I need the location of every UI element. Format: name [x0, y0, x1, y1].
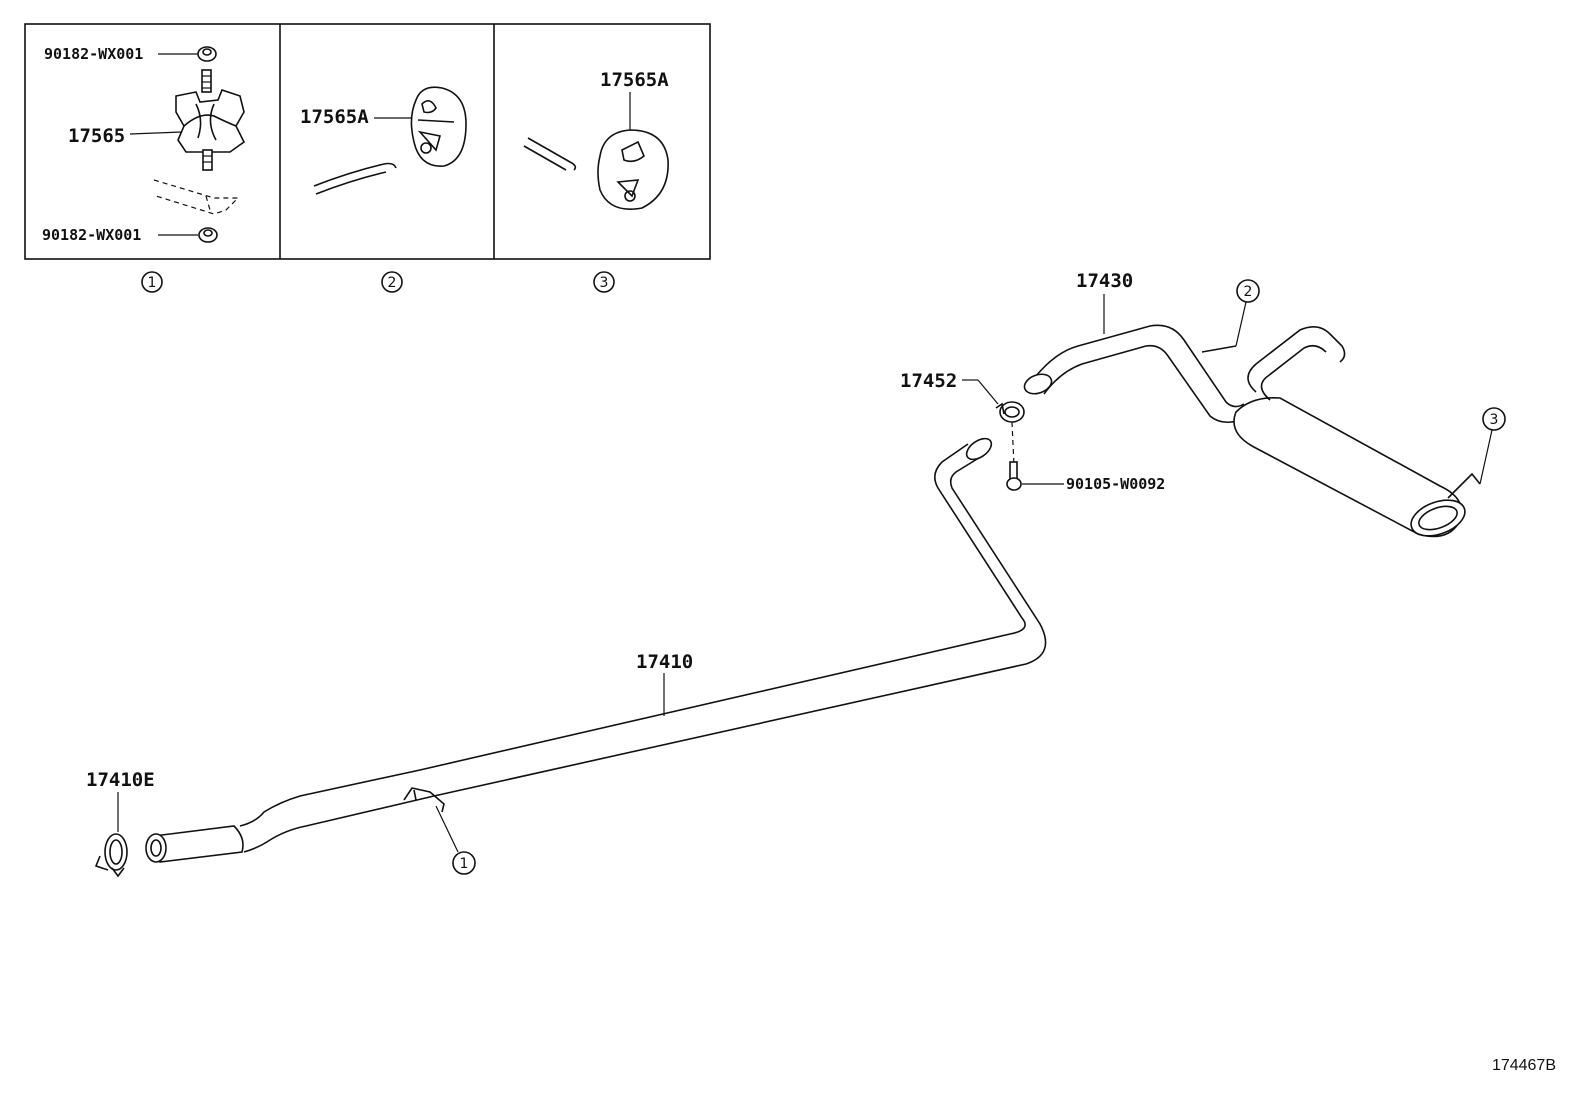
callout-1: 1 — [452, 851, 476, 875]
figure-reference-id: 174467B — [1492, 1057, 1556, 1074]
stud-bottom-icon — [202, 149, 213, 171]
box-index-1: 1 — [141, 271, 163, 293]
inset-frame — [24, 23, 711, 260]
box-index-2: 2 — [381, 271, 403, 293]
body-bracket-icon — [153, 179, 240, 215]
rubber-hanger-icon — [597, 129, 669, 210]
hanger-rod-2-icon — [1201, 345, 1237, 353]
hanger-rod-3-icon — [1447, 472, 1481, 499]
tail-pipe-inlet-icon — [1023, 373, 1053, 395]
svg-text:3: 3 — [600, 275, 609, 291]
stud-top-icon — [201, 69, 212, 93]
resonator-icon — [153, 825, 244, 863]
label-nut-top: 90182-WX001 — [44, 45, 143, 63]
pipe-end-icon — [965, 437, 993, 461]
nut-top-icon — [197, 46, 217, 62]
callout-3: 3 — [1482, 407, 1506, 431]
svg-text:2: 2 — [388, 275, 397, 291]
hanger-rod-icon — [313, 162, 397, 195]
leader-callout-3 — [1479, 429, 1493, 485]
svg-text:3: 3 — [1490, 412, 1499, 428]
svg-text:2: 2 — [1244, 284, 1253, 300]
label-pipe-clamp: 17452 — [900, 370, 957, 392]
svg-text:1: 1 — [460, 856, 469, 872]
leader-pipe-clamp-d — [977, 379, 999, 405]
label-clamp-bolt: 90105-W0092 — [1066, 475, 1165, 493]
label-hanger-3: 17565A — [600, 69, 669, 91]
inset-box-2: 17565A — [300, 86, 467, 195]
label-hanger-2: 17565A — [300, 106, 369, 128]
hanger-rod-icon — [523, 137, 577, 171]
inset-box-1: 90182-WX001 17565 — [42, 45, 246, 244]
callout-2: 2 — [1236, 279, 1260, 303]
label-tail-pipe: 17430 — [1076, 270, 1133, 292]
inset-panel: 90182-WX001 17565 — [24, 23, 711, 293]
clamp-bolt-icon — [1006, 461, 1022, 491]
tail-pipe-muffler — [1023, 324, 1481, 538]
label-mount: 17565 — [68, 125, 125, 147]
box-index-3: 3 — [593, 271, 615, 293]
label-front-pipe: 17410 — [636, 651, 693, 673]
front-exhaust-pipe — [145, 437, 1047, 863]
nut-bottom-icon — [198, 227, 218, 243]
leader-callout-2 — [1235, 301, 1247, 347]
label-front-clamp: 17410E — [86, 769, 155, 791]
tailpipe-outlet-icon — [1410, 499, 1466, 537]
front-clamp-icon — [94, 833, 128, 878]
rubber-mount-icon — [175, 89, 246, 153]
rubber-hanger-icon — [410, 86, 467, 167]
pipe-clamp-icon — [995, 401, 1025, 423]
svg-text:1: 1 — [148, 275, 157, 291]
pipe-hanger-bracket-icon — [403, 787, 445, 813]
leader-mount — [129, 131, 183, 135]
label-nut-bottom: 90182-WX001 — [42, 226, 141, 244]
pipe-inlet-icon — [145, 833, 167, 863]
clamp-bolt-axis — [1011, 421, 1015, 467]
inset-box-3: 17565A — [523, 69, 669, 210]
leader-callout-1 — [435, 805, 459, 853]
